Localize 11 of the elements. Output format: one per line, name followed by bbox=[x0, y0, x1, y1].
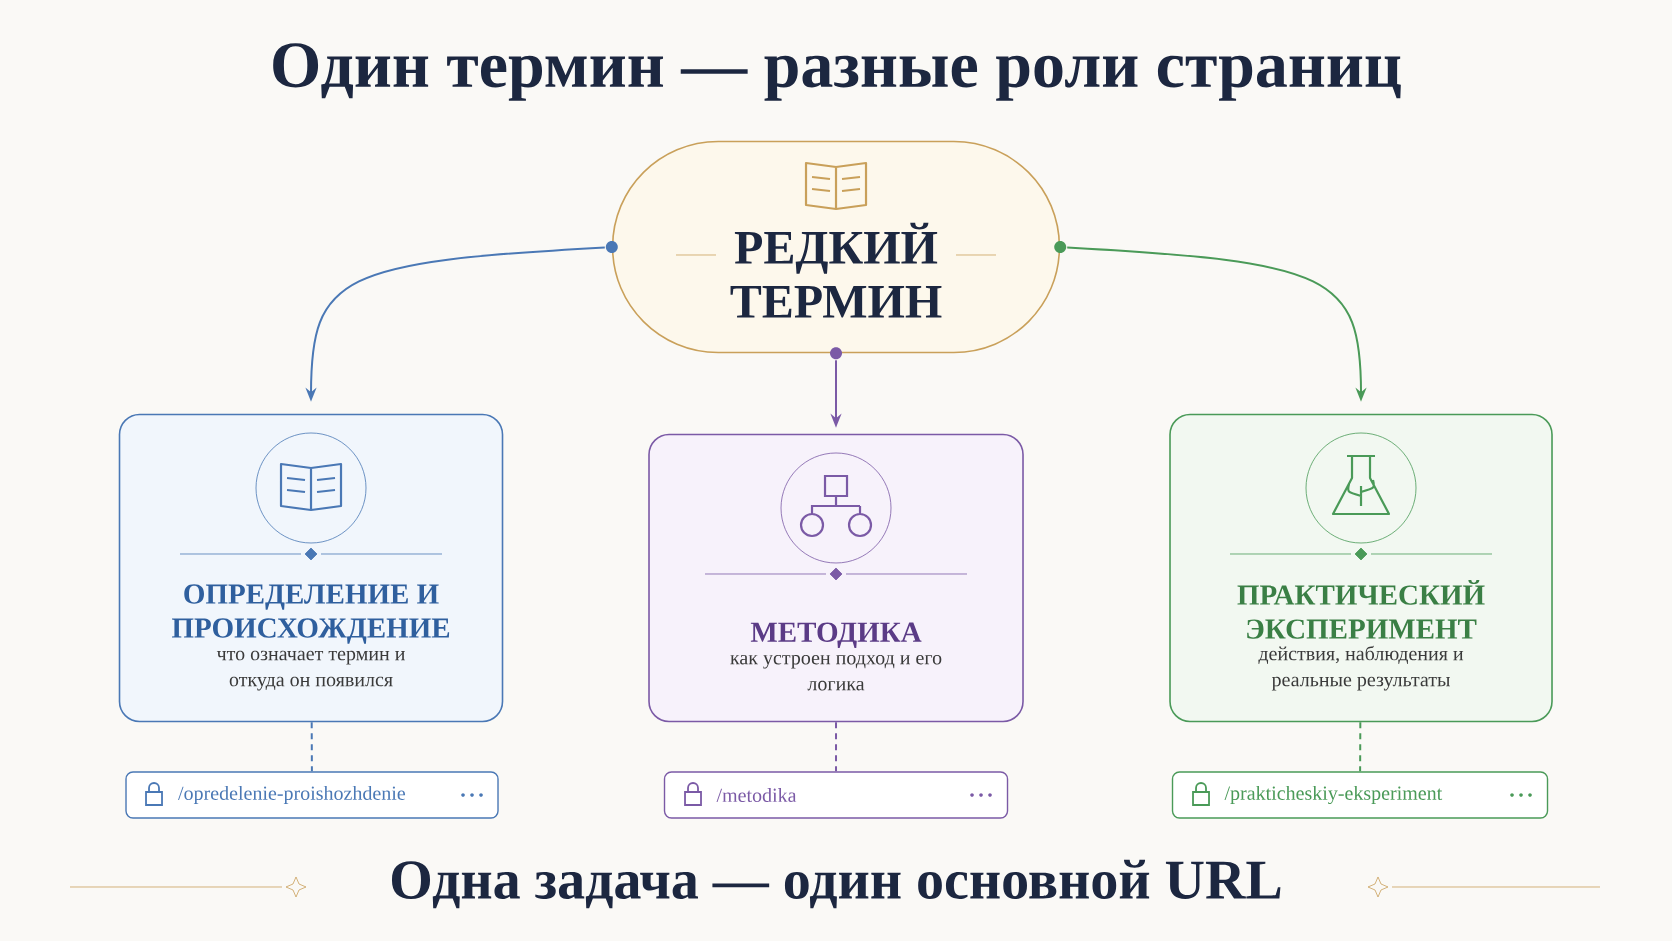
url-field: /opredelenie-proishozhdenie bbox=[125, 771, 499, 819]
topic-card: ОПРЕДЕЛЕНИЕ И ПРОИСХОЖДЕНИЕ что означает термин и откуда он появился bbox=[118, 413, 504, 723]
connector-line bbox=[1359, 721, 1362, 773]
connector-line bbox=[835, 721, 837, 773]
caption: Одна задача — один основной URL bbox=[391, 859, 1281, 909]
topic-card: ПРАКТИЧЕСКИЙ ЭКСПЕРИМЕНТ действия, наблюдения и реальные результаты bbox=[1169, 413, 1553, 723]
url-field: /metodika bbox=[663, 771, 1009, 819]
url-field: /prakticheskiy-eksperiment bbox=[1171, 771, 1549, 819]
topic-card: МЕТОДИКА как устроен подход и его логика bbox=[648, 433, 1024, 723]
title: Один термин — разные роли страниц bbox=[273, 43, 1401, 101]
connector-line bbox=[310, 721, 313, 773]
